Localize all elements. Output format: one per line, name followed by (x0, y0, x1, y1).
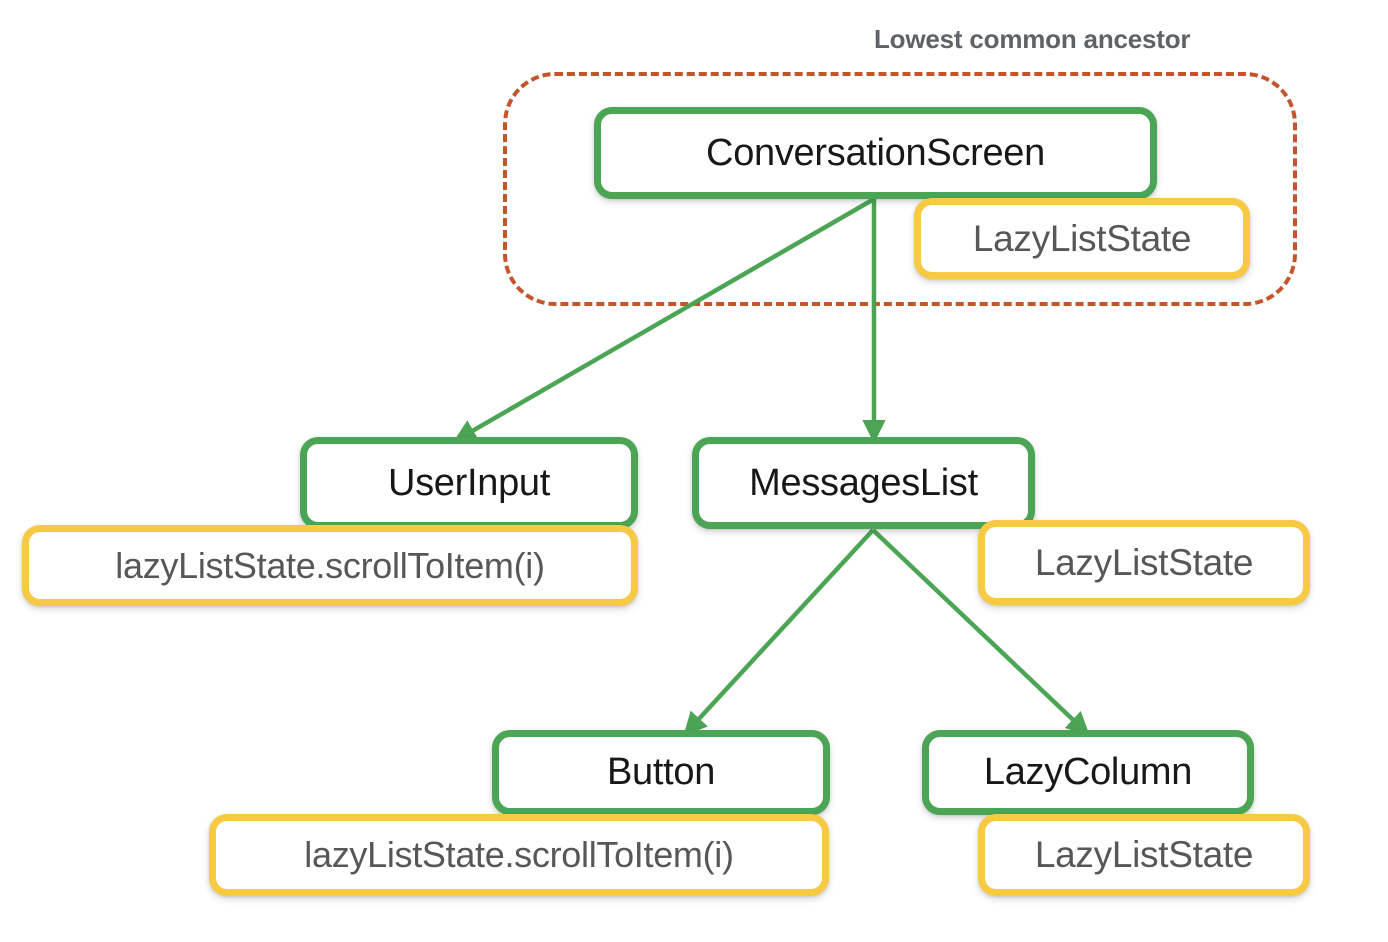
node-lazy-column[interactable]: LazyColumn (922, 730, 1254, 815)
lowest-common-ancestor-group (503, 72, 1297, 306)
node-conversation-screen[interactable]: ConversationScreen (594, 107, 1157, 199)
node-user-input-state[interactable]: lazyListState.scrollToItem(i) (22, 525, 638, 606)
node-user-input[interactable]: UserInput (300, 437, 638, 529)
node-button-state[interactable]: lazyListState.scrollToItem(i) (209, 814, 829, 896)
edge-messages-list-to-button (683, 528, 875, 736)
page-title: Lowest common ancestor (874, 24, 1191, 54)
node-messages-list-state[interactable]: LazyListState (978, 520, 1310, 605)
node-lazy-column-state[interactable]: LazyListState (978, 814, 1310, 896)
node-conversation-screen-state[interactable]: LazyListState (914, 198, 1250, 279)
node-button[interactable]: Button (492, 730, 830, 815)
node-messages-list[interactable]: MessagesList (692, 437, 1035, 529)
